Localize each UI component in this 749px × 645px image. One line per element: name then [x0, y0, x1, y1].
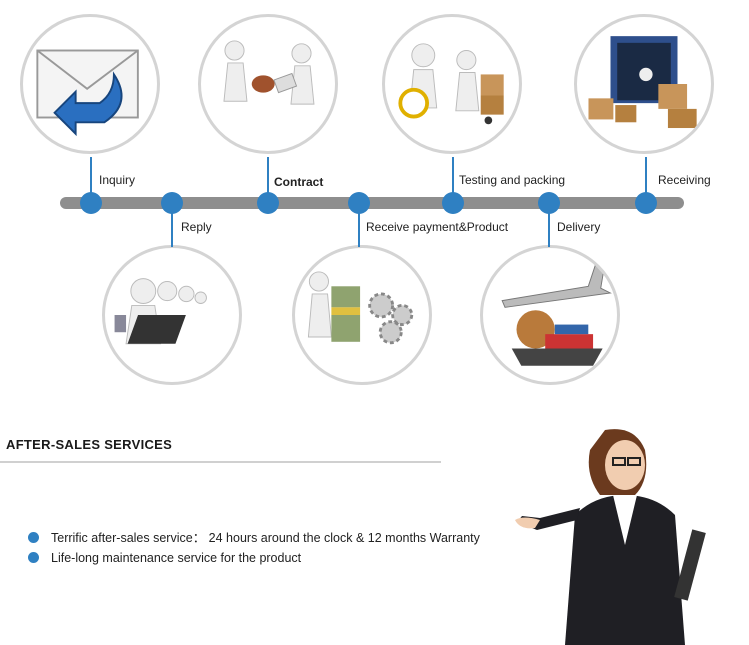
step-label-reply: Reply: [181, 220, 212, 234]
contract-circle: [198, 14, 338, 154]
money-gears-icon: [307, 271, 414, 345]
businesswoman-illustration: [515, 429, 706, 645]
step-label-contract: Contract: [274, 175, 324, 189]
step-label-delivery: Delivery: [557, 220, 601, 234]
inquiry-circle: [20, 14, 160, 154]
step-label-payment: Receive payment&Product: [366, 220, 509, 234]
timeline-dot-reply: [161, 192, 183, 214]
step-label-receiving: Receiving: [658, 173, 711, 187]
envelope-reply-icon: [36, 49, 139, 137]
bullet-text: Life-long maintenance service for the pr…: [51, 551, 302, 565]
bullet-item: Terrific after-sales service： 24 hours a…: [28, 527, 480, 546]
testing-circle: [382, 14, 522, 154]
timeline-dot-inquiry: [80, 192, 102, 214]
handshake-contract-icon: [223, 40, 315, 105]
section-divider: [0, 461, 441, 463]
timeline-bar: [60, 197, 684, 209]
magnifier-packing-icon: [398, 43, 504, 125]
connector-line: [645, 157, 647, 197]
connector-line: [358, 205, 360, 247]
container-boxes-icon: [588, 36, 697, 129]
plane-ship-globe-icon: [501, 256, 612, 366]
timeline-dot-delivery: [538, 192, 560, 214]
bullet-item: Life-long maintenance service for the pr…: [28, 551, 301, 565]
timeline-dot-receiving: [635, 192, 657, 214]
section-heading: AFTER-SALES SERVICES: [6, 437, 173, 452]
connector-line: [171, 205, 173, 247]
payment-circle: [292, 245, 432, 385]
step-label-testing: Testing and packing: [459, 173, 566, 187]
call-center-icon: [114, 278, 207, 345]
receiving-circle: [574, 14, 714, 154]
connector-line: [90, 157, 92, 197]
timeline-dot-testing: [442, 192, 464, 214]
reply-circle: [102, 245, 242, 385]
timeline-dot-payment: [348, 192, 370, 214]
bullet-dot-icon: [28, 552, 39, 563]
step-label-inquiry: Inquiry: [99, 173, 136, 187]
bullet-text: Terrific after-sales service： 24 hours a…: [51, 531, 480, 545]
delivery-circle: [480, 245, 620, 385]
connector-line: [548, 205, 550, 247]
timeline-dot-contract: [257, 192, 279, 214]
connector-line: [452, 157, 454, 197]
bullet-dot-icon: [28, 532, 39, 543]
connector-line: [267, 157, 269, 197]
